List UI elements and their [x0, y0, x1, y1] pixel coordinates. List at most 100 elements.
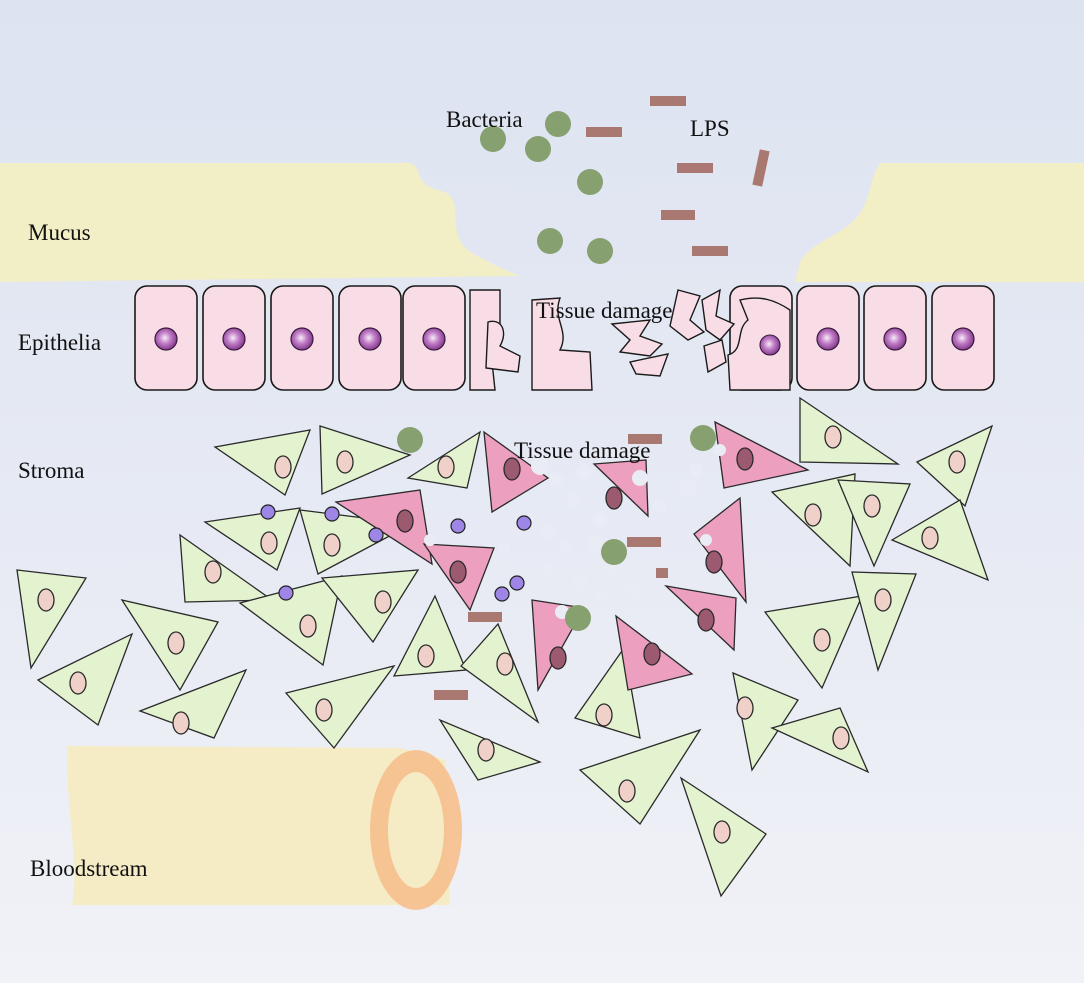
tissue-damage-gap [587, 535, 605, 553]
tissue-damage-gap [679, 479, 697, 497]
nucleus-icon [496, 652, 514, 676]
bacteria-icon [525, 136, 551, 162]
nucleus-icon [260, 531, 278, 555]
lps-fragment-icon [677, 163, 713, 173]
stromal-cell-icon [320, 569, 420, 644]
bacteria-icon [565, 605, 591, 631]
mucus-layer [795, 163, 1084, 282]
epithelial-cell-icon [270, 285, 334, 391]
stromal-cell-icon [284, 664, 396, 750]
stromal-cell-icon [763, 595, 864, 690]
damaged-cell-fragment [701, 288, 736, 341]
stromal-cell-icon [460, 622, 540, 724]
bacteria-icon [537, 228, 563, 254]
damaged-stromal-cell-icon [615, 614, 694, 691]
blood-vessel-icon [67, 746, 462, 910]
lps-fragment-icon [627, 537, 661, 547]
tissue-damage-gap [670, 616, 682, 628]
nucleus-icon [951, 327, 975, 351]
nucleus-icon [336, 450, 354, 474]
immune-cell-icon [278, 585, 294, 601]
epithelial-cell-icon [338, 285, 402, 391]
damaged-cell-fragment [531, 297, 593, 391]
stromal-cell-icon [770, 707, 870, 774]
damaged-cell-fragment [610, 319, 664, 357]
nucleus-icon [832, 726, 850, 750]
nucleus-icon [437, 455, 455, 479]
damaged-cell-fragment [703, 339, 727, 374]
nucleus-icon [618, 779, 636, 803]
nucleus-icon [374, 590, 392, 614]
stromal-cell-icon [836, 479, 911, 568]
nucleus-icon [204, 560, 222, 584]
damaged-cell-fragment [485, 320, 521, 373]
immune-cells [260, 504, 532, 602]
stromal-cell-icon [573, 646, 641, 739]
nucleus-icon [605, 486, 623, 510]
nucleus-icon [449, 560, 467, 584]
nucleus-icon [824, 425, 842, 449]
nucleus-icon [705, 550, 723, 574]
damaged-stromal-cell-icon [422, 543, 495, 612]
bloodstream-label: Bloodstream [30, 856, 148, 881]
mucus-layer [0, 163, 520, 282]
stromal-cell-icon [319, 425, 412, 495]
lps-fragment-icon [752, 149, 770, 187]
stromal-cell-icon [179, 533, 274, 603]
bacteria-label: Bacteria [446, 107, 523, 132]
lps-fragment-icon [650, 96, 686, 106]
bacteria-group [397, 111, 716, 631]
stromal-cell-icon [851, 571, 917, 673]
tissue-damage-gap [531, 457, 549, 475]
lps-fragment-icon [586, 127, 622, 137]
tissue-damage-gap [714, 444, 726, 456]
nucleus-icon [299, 614, 317, 638]
stroma-tissue-damage-label: Tissue damage [514, 438, 651, 463]
tissue-damage-gap [541, 563, 555, 577]
stromal-cell-icon [120, 599, 219, 692]
immune-cell-icon [494, 586, 510, 602]
nucleus-icon [883, 327, 907, 351]
nucleus-icon [417, 644, 435, 668]
nucleus-icon [697, 608, 715, 632]
stromal-cell-icon [890, 499, 990, 582]
tissue-damage-gap [540, 524, 556, 540]
stromal-cell-icon [213, 429, 312, 497]
lps-fragment-icon [468, 612, 502, 622]
stromal-cell-icon [679, 776, 767, 898]
bacteria-icon [587, 238, 613, 264]
nucleus-icon [422, 327, 446, 351]
nucleus-icon [396, 509, 414, 533]
bacteria-icon [690, 425, 716, 451]
tissue-damage-gap [572, 574, 588, 590]
damaged-stromal-cell-icon [693, 496, 747, 605]
epithelial-cell-icon [931, 285, 995, 391]
stromal-cell-icon [578, 728, 702, 825]
nucleus-icon [222, 327, 246, 351]
stromal-cells [16, 396, 994, 898]
nucleus-icon [736, 696, 754, 720]
tissue-damage-gap [700, 534, 712, 546]
tissue-damage-gap [576, 464, 592, 480]
lps-fragment-icon [661, 210, 695, 220]
nucleus-icon [323, 533, 341, 557]
tissue-damage-gap [653, 499, 667, 513]
epithelial-cell-icon [202, 285, 266, 391]
tissue-damage-gap [424, 534, 436, 546]
bacteria-icon [480, 126, 506, 152]
mucus-label: Mucus [28, 220, 91, 245]
nucleus-icon [804, 503, 822, 527]
nucleus-icon [37, 588, 55, 612]
tissue-damage-gap [567, 493, 581, 507]
bacteria-icon [397, 427, 423, 453]
stromal-cell-icon [36, 632, 134, 727]
lps-group [434, 96, 770, 700]
epithelia-label: Epithelia [18, 330, 101, 355]
immune-cell-icon [450, 518, 466, 534]
nucleus-icon [643, 642, 661, 666]
nucleus-icon [172, 711, 190, 735]
damaged-cell-fragment [628, 353, 670, 377]
nucleus-icon [813, 628, 831, 652]
nucleus-icon [503, 457, 521, 481]
